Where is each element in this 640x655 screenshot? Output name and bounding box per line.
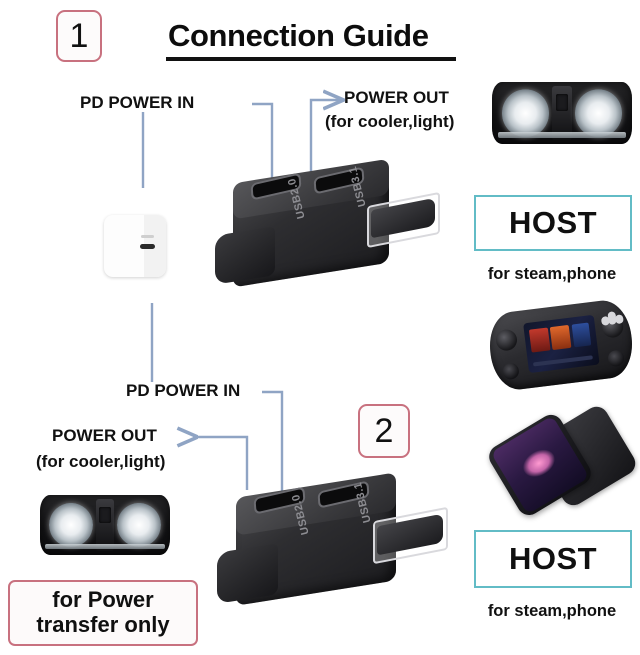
title-underline <box>166 57 456 61</box>
host-caption-1: for steam,phone <box>487 265 617 283</box>
section1-power-out-label: POWER OUT <box>344 88 449 107</box>
page-title: Connection Guide <box>168 18 429 53</box>
section1-power-out-sublabel: (for cooler,light) <box>325 112 455 131</box>
step-badge-2-label: 2 <box>374 412 394 450</box>
power-transfer-note-line-1: for Power <box>52 587 154 613</box>
host-box-1: HOST <box>474 195 632 251</box>
cooler-spine-1 <box>552 85 572 141</box>
steam-deck-tile-1 <box>529 327 551 353</box>
section1-pd-power-in-label: PD POWER IN <box>80 93 195 112</box>
adapter-1-tail <box>214 226 275 285</box>
cooler-fan-right-1 <box>574 89 623 137</box>
steam-deck-icon <box>485 297 637 393</box>
step-badge-1: 1 <box>56 10 102 62</box>
usb-c-adapter-1: USB2.0 USB3.1 <box>210 158 440 308</box>
host-box-2: HOST <box>474 530 632 588</box>
steam-deck-strip <box>533 354 593 367</box>
charger-slot <box>141 235 154 238</box>
power-transfer-note-box: for Power transfer only <box>8 580 198 646</box>
usb-c-adapter-2: USB2.0 USB3.1 <box>212 472 448 628</box>
cooler-light-icon-1 <box>492 82 632 144</box>
section2-pd-power-in-label: PD POWER IN <box>126 381 241 400</box>
smartphone-pair-icon <box>484 402 640 520</box>
steam-deck-tile-2 <box>550 325 572 351</box>
cooler-bar-2 <box>45 543 165 549</box>
step-badge-2: 2 <box>358 404 410 458</box>
step-badge-1-label: 1 <box>69 17 89 55</box>
adapter-2-tail <box>216 542 279 604</box>
host-caption-2: for steam,phone <box>487 602 617 620</box>
cooler-fan-right-2 <box>116 502 161 548</box>
steam-deck-tile-3 <box>571 322 592 348</box>
host-box-2-label: HOST <box>508 541 598 576</box>
charger-usb-c-port <box>140 244 155 249</box>
cooler-fan-left-1 <box>501 89 550 137</box>
cooler-spine-2 <box>95 498 115 552</box>
steam-deck-screen <box>522 315 600 374</box>
section2-power-out-sublabel: (for cooler,light) <box>36 452 166 471</box>
power-transfer-note-line-2: transfer only <box>36 612 170 637</box>
section2-power-out-label: POWER OUT <box>52 426 157 445</box>
host-box-1-label: HOST <box>508 205 598 240</box>
usb-c-power-adapter-icon <box>104 215 166 277</box>
cooler-bar-1 <box>497 132 627 138</box>
cooler-light-icon-2 <box>40 495 170 555</box>
cooler-fan-left-2 <box>49 502 94 548</box>
